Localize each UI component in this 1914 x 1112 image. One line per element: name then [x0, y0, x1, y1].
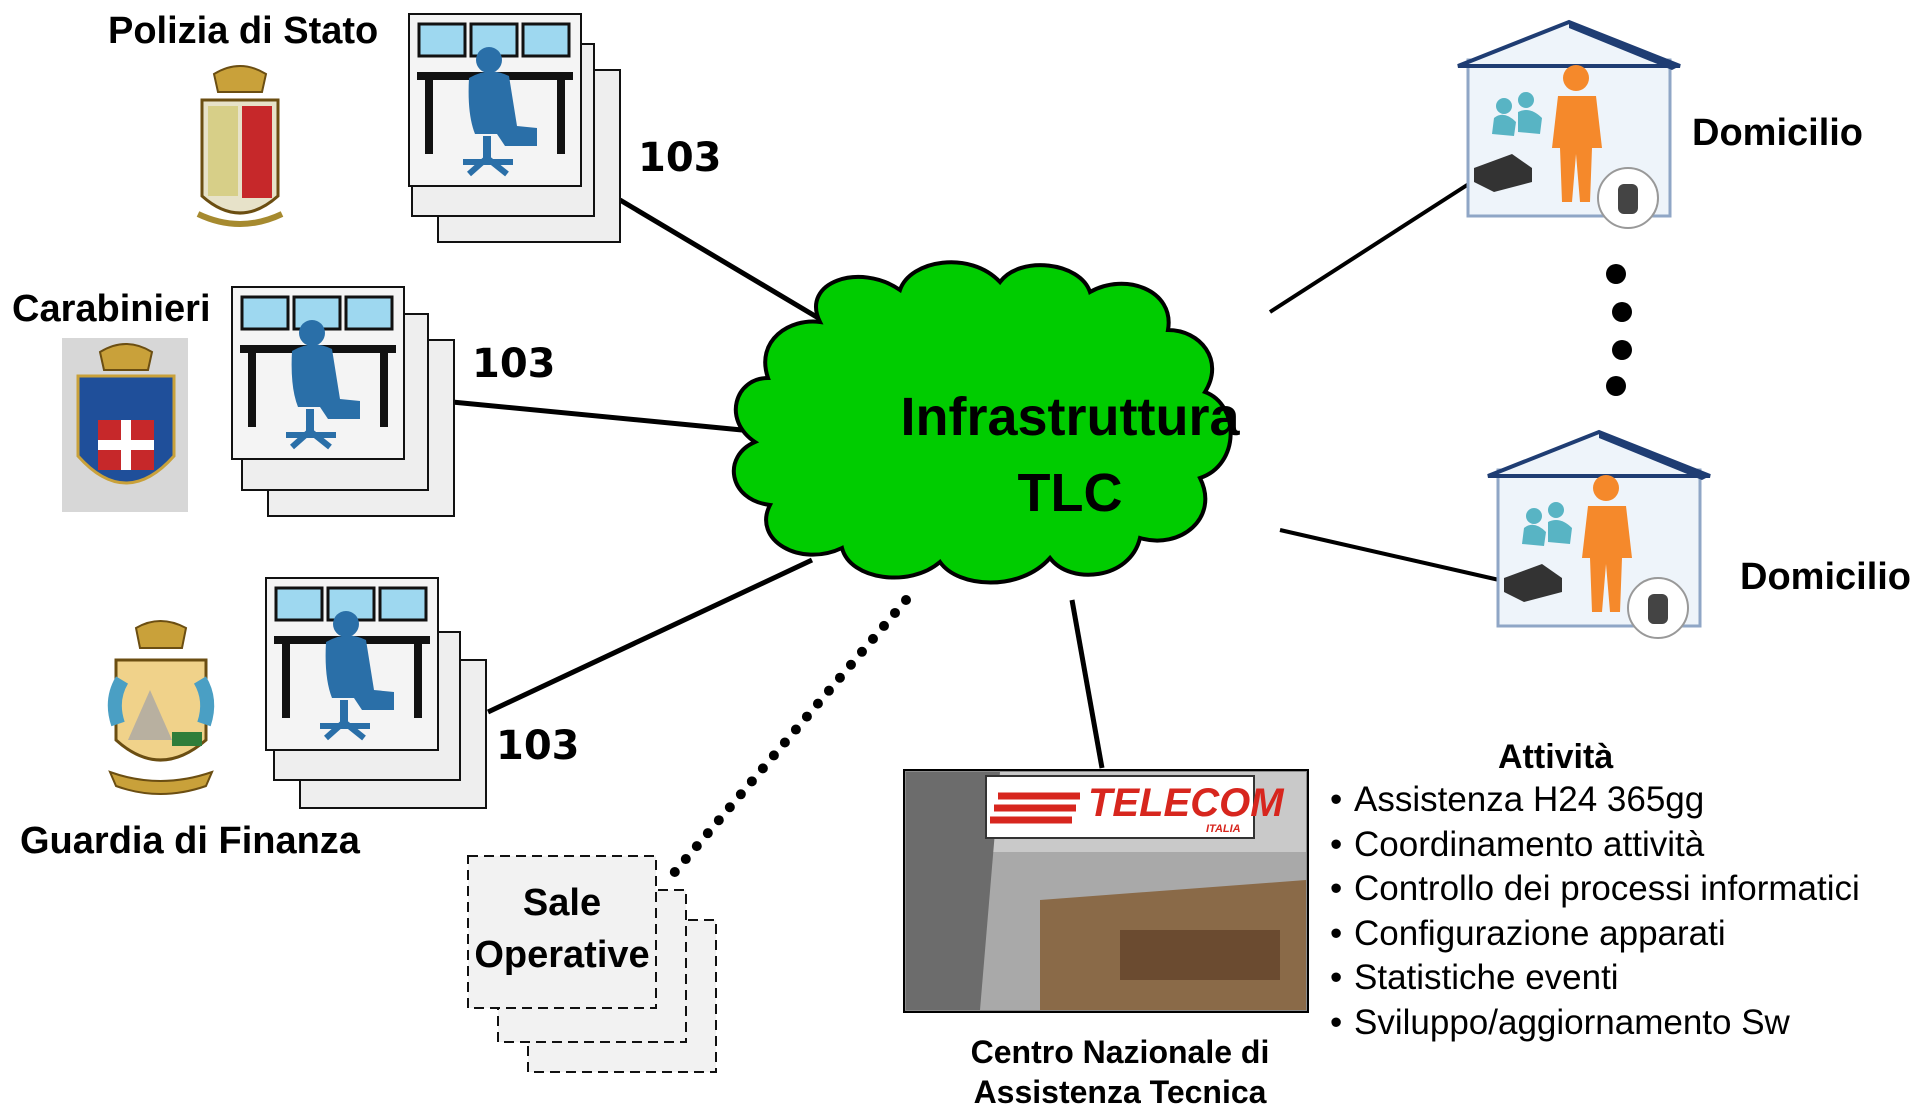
carabinieri-label: Carabinieri [12, 288, 211, 330]
sale-label-line1: Sale [522, 882, 602, 924]
link-finanza [486, 557, 814, 715]
cloud-title-line1: Infrastruttura [900, 387, 1240, 447]
polizia-number: 103 [638, 135, 722, 181]
domicilio-top-label: Domicilio [1692, 112, 1864, 154]
activity-item: •Controllo dei processi informatici [1330, 869, 1860, 908]
center-caption-line2: Assistenza Tecnica [973, 1074, 1267, 1110]
connection-lines [451, 176, 1509, 885]
activities-title: Attività [1498, 738, 1614, 776]
sale-label-line2: Operative [474, 934, 650, 976]
activity-item: •Sviluppo/aggiornamento Sw [1330, 1002, 1790, 1042]
telecom-logo-subtext: ITALIA [1206, 823, 1241, 835]
link-domicilio-bottom [1279, 528, 1509, 584]
link-carabinieri [451, 399, 743, 433]
activity-item: •Coordinamento attività [1330, 824, 1705, 864]
sale-operative-stack [467, 855, 717, 1073]
domicilio-bottom-label: Domicilio [1740, 556, 1912, 598]
center-caption-line1: Centro Nazionale di [970, 1034, 1270, 1070]
link-polizia [618, 197, 854, 341]
finanza-number: 103 [496, 723, 580, 769]
activity-item: •Configurazione apparati [1330, 913, 1726, 953]
polizia-label: Polizia di Stato [108, 10, 379, 52]
link-domicilio-top [1268, 176, 1480, 314]
ellipsis-dots [1606, 264, 1632, 396]
carabinieri-number: 103 [472, 341, 556, 387]
finanza-operations-room [266, 578, 487, 809]
finanza-emblem [107, 620, 215, 795]
domicilio-house-top [1456, 20, 1682, 230]
link-center [1069, 599, 1105, 769]
finanza-label: Guardia di Finanza [20, 820, 360, 862]
telecom-logo-text: TELECOM [1088, 781, 1285, 825]
carabinieri-emblem [62, 338, 188, 512]
polizia-emblem [196, 65, 284, 227]
telecom-center-photo [903, 769, 1309, 1013]
carabinieri-operations-room [232, 287, 455, 517]
domicilio-house-bottom [1486, 430, 1712, 640]
link-sale-dotted [663, 595, 911, 885]
cloud-title-line2: TLC [1017, 463, 1123, 523]
activities-list: •Assistenza H24 365gg •Coordinamento att… [1330, 778, 1860, 1045]
tlc-cloud [731, 260, 1233, 585]
activity-item: •Assistenza H24 365gg [1330, 780, 1705, 819]
polizia-operations-room [409, 14, 621, 243]
activity-item: •Statistiche eventi [1330, 958, 1619, 997]
